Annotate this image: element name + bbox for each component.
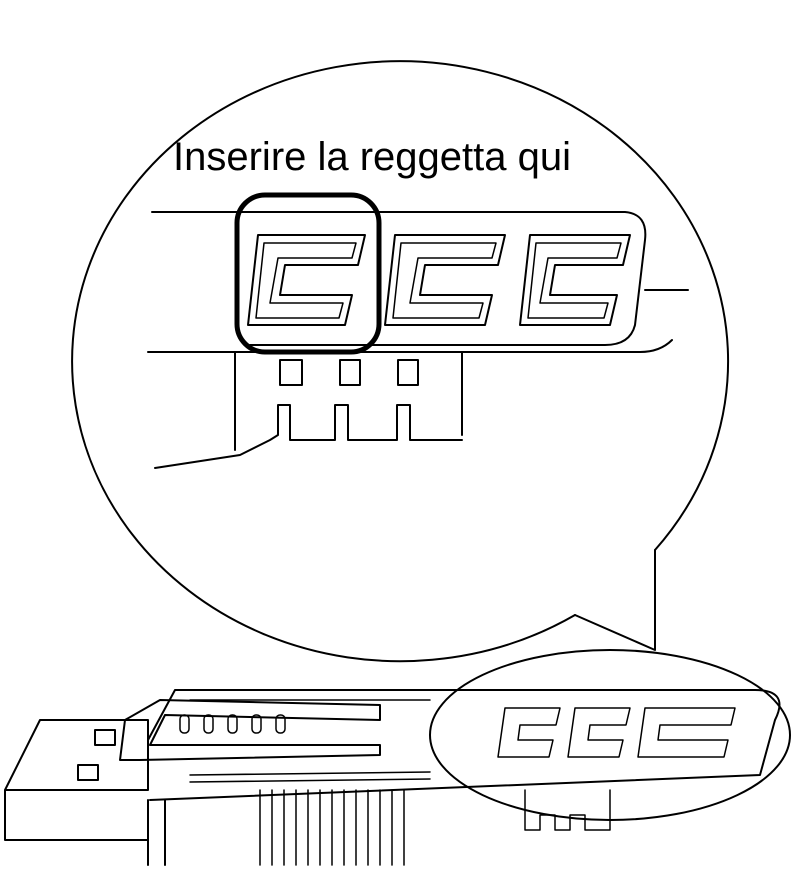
usb-connector <box>4 719 149 841</box>
slot-holes <box>179 714 286 734</box>
magnify-region-ellipse <box>429 649 791 821</box>
logo-ccc-small <box>497 707 736 758</box>
magnified-device <box>147 192 689 469</box>
logo-ccc-magnified <box>247 234 631 326</box>
grip-ribs <box>259 789 405 866</box>
usb-device <box>4 649 791 866</box>
callout-circle <box>71 60 730 663</box>
callout-tail <box>574 549 656 651</box>
magnified-callout: Inserire la reggetta qui <box>71 60 730 663</box>
instruction-label: Inserire la reggetta qui <box>173 135 571 179</box>
insertion-point-highlight <box>234 192 382 355</box>
